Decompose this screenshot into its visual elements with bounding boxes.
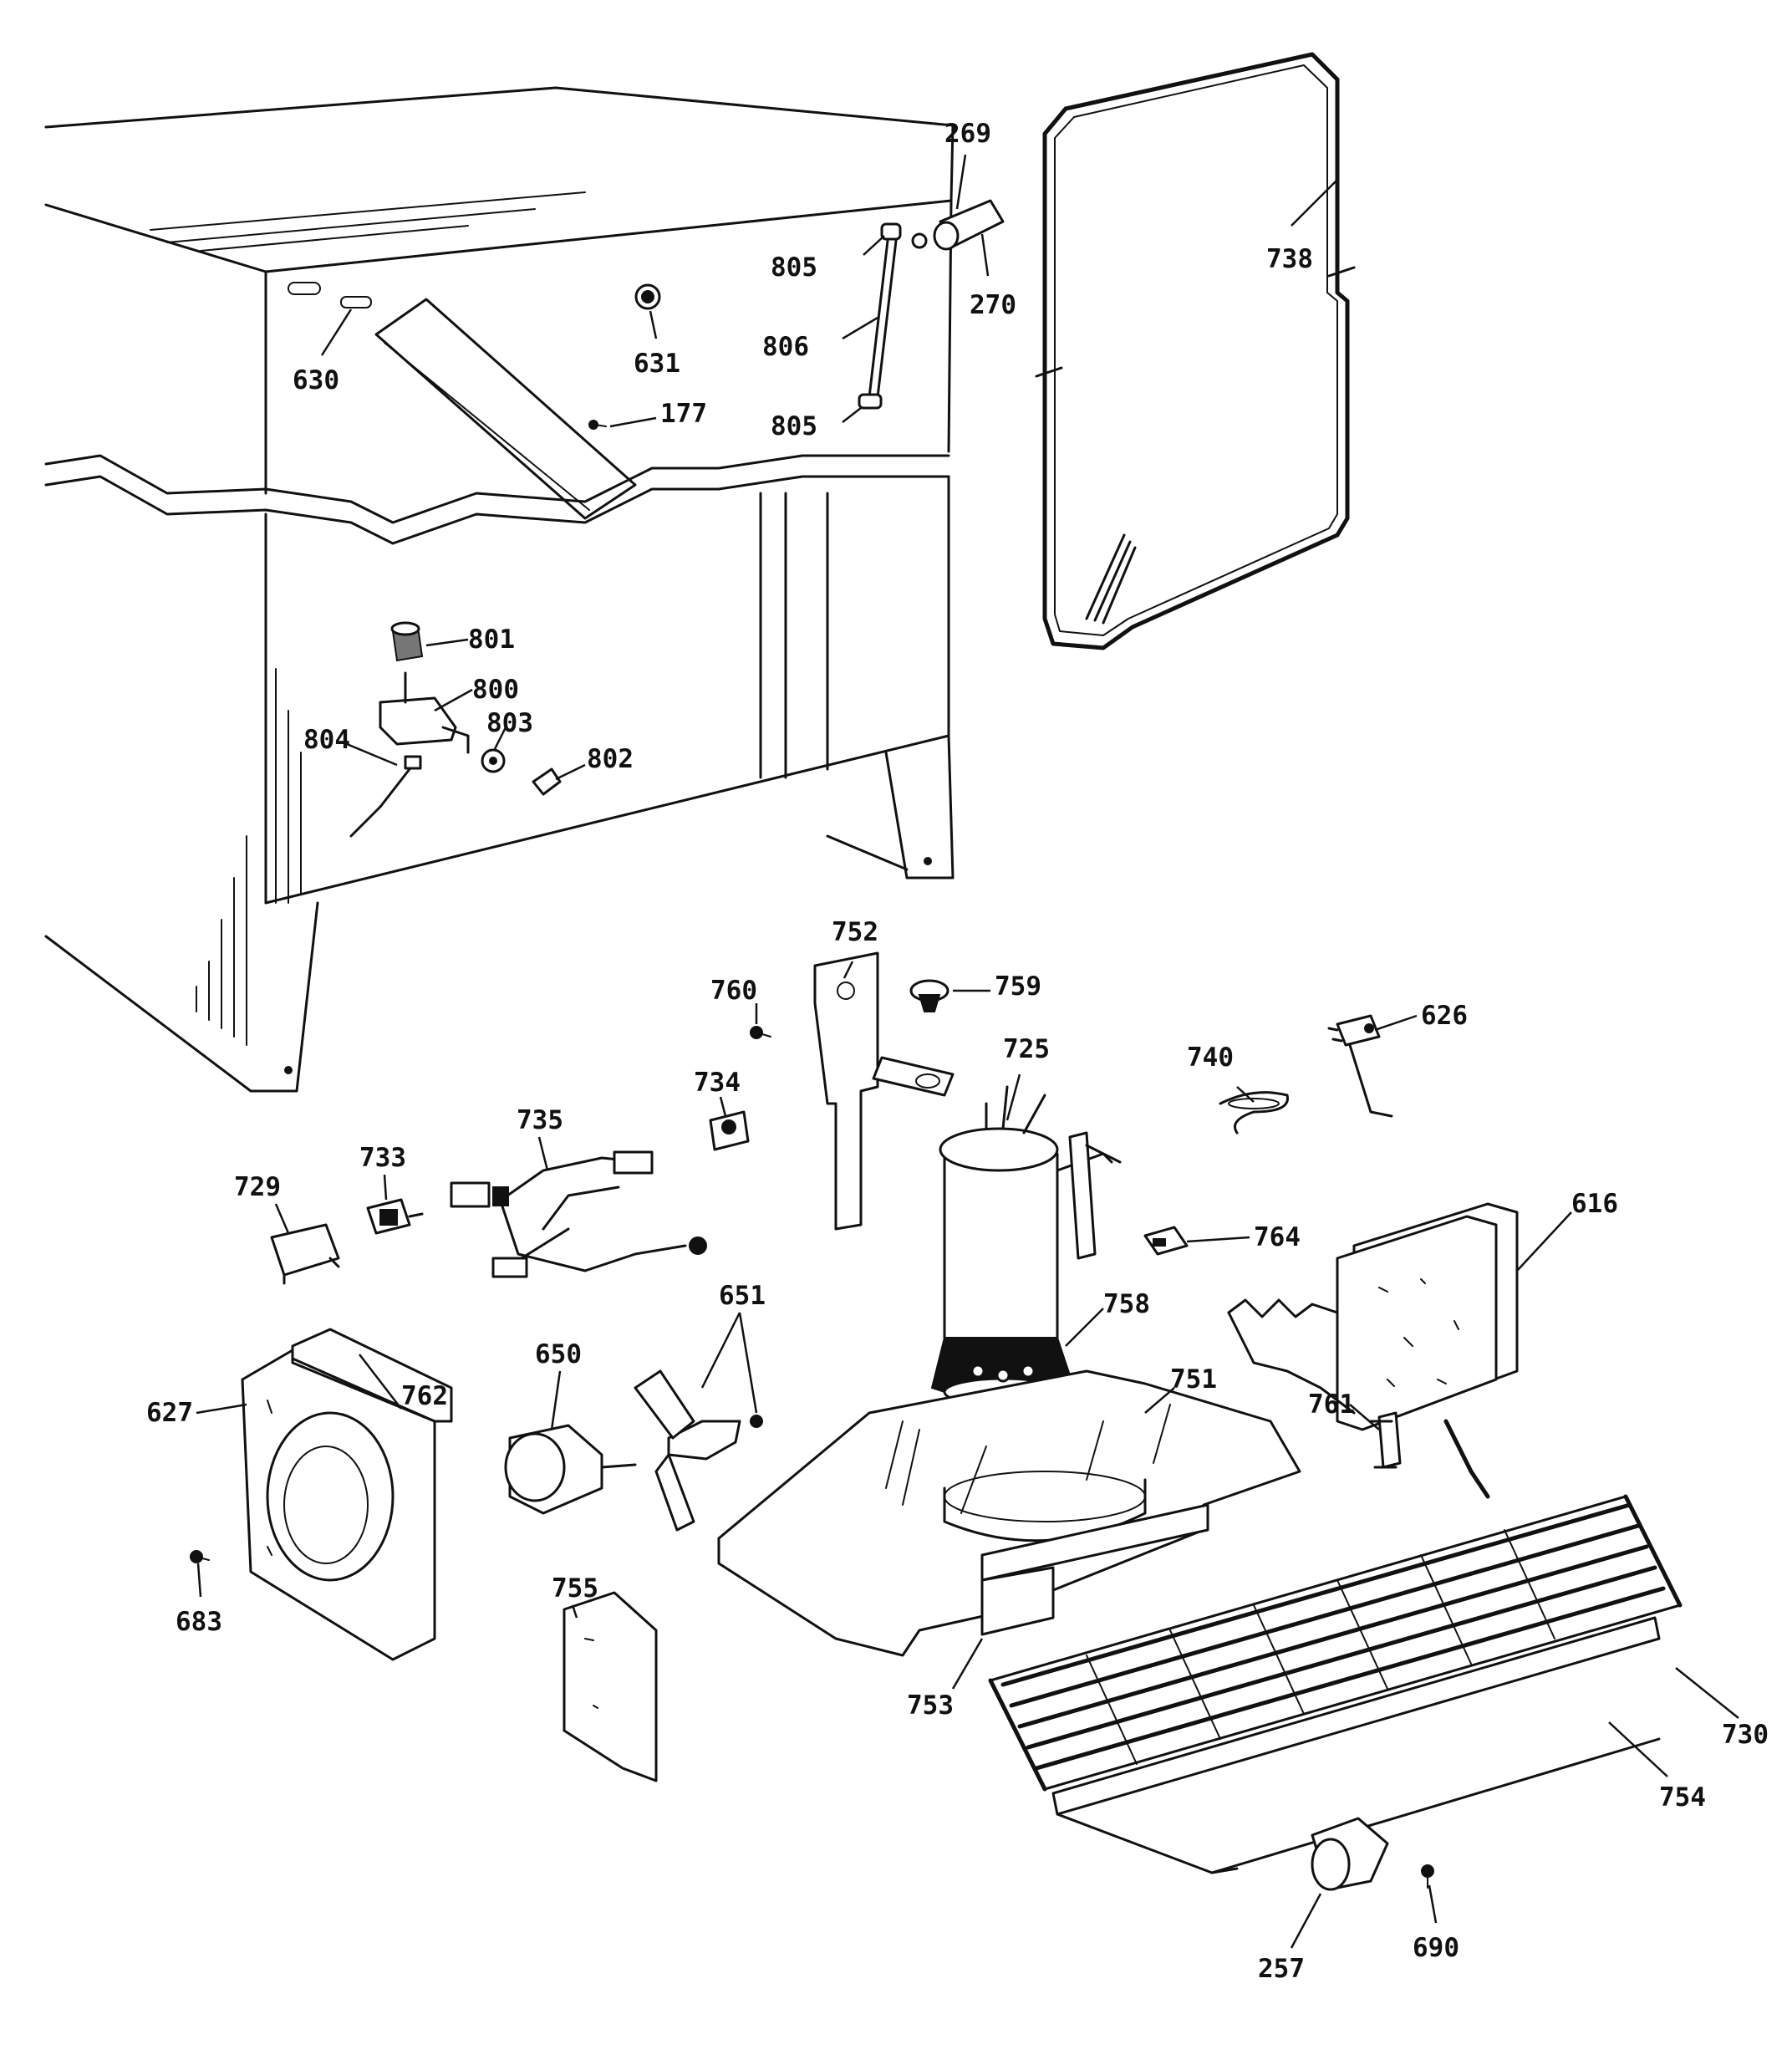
label-177: 177 [660,399,707,429]
tube-part [858,222,902,410]
label-751: 751 [1170,1364,1217,1395]
label-616: 616 [1571,1189,1618,1219]
base-pan-part [717,1369,1301,1657]
label-764: 764 [1254,1222,1301,1252]
label-733: 733 [359,1143,406,1173]
tray-754 [1051,1616,1661,1874]
label-270: 270 [970,290,1016,320]
clamp-761 [1369,1411,1402,1469]
plate-755 [563,1591,658,1782]
label-690: 690 [1413,1933,1459,1963]
label-800: 800 [472,675,519,705]
label-759: 759 [995,971,1041,1002]
label-738: 738 [1266,244,1313,274]
label-755: 755 [552,1573,598,1604]
compressor-part [939,1085,1122,1356]
label-803: 803 [486,708,533,738]
spring-740 [1219,1091,1289,1135]
label-683: 683 [176,1607,222,1637]
gasket-part [1035,52,1356,650]
label-631: 631 [634,349,680,379]
label-805-bottom: 805 [771,411,817,441]
label-802: 802 [587,744,634,774]
screw-690 [1421,1864,1434,1889]
label-630: 630 [293,365,339,395]
label-730: 730 [1722,1720,1769,1750]
leader-lines [196,154,1739,1949]
grommet-part [909,979,949,1012]
label-735: 735 [517,1105,563,1135]
bracket-part [813,951,955,1231]
label-734: 734 [694,1068,741,1098]
relay-734 [709,1110,750,1151]
shroud-627 [241,1328,453,1661]
label-740: 740 [1187,1043,1234,1073]
plug-626 [1327,1014,1393,1118]
part-labels: 269 270 738 805 806 805 630 631 177 801 … [146,119,1769,1984]
label-626: 626 [1421,1001,1468,1031]
condenser-730 [988,1419,1683,1792]
strip-part [980,1503,1209,1636]
grommet-257 [1311,1817,1389,1891]
label-801: 801 [468,625,515,655]
panel-616 [1227,1202,1519,1431]
label-650: 650 [535,1339,582,1369]
screw-760 [750,1026,771,1039]
label-269: 269 [944,119,991,149]
label-651: 651 [719,1281,766,1311]
label-729: 729 [234,1172,281,1202]
switch-733 [366,1198,424,1235]
label-758: 758 [1103,1289,1150,1319]
label-805-top: 805 [771,252,817,283]
label-257: 257 [1258,1954,1305,1984]
fan-blade-651 [634,1369,763,1532]
cabinet-outline [44,86,955,1093]
label-804: 804 [303,725,350,755]
screw-683 [190,1550,210,1563]
label-761: 761 [1308,1389,1355,1420]
label-725: 725 [1003,1034,1050,1064]
label-762: 762 [401,1381,448,1411]
capacitor-729 [270,1223,340,1285]
clip-764 [1143,1226,1189,1256]
label-627: 627 [146,1398,193,1428]
label-806: 806 [762,332,809,362]
fan-motor-650 [504,1424,637,1515]
label-753: 753 [907,1690,954,1721]
label-760: 760 [710,976,757,1006]
label-752: 752 [832,917,878,947]
harness-735 [450,1150,707,1278]
knob-part [911,199,1005,251]
label-754: 754 [1659,1782,1706,1813]
